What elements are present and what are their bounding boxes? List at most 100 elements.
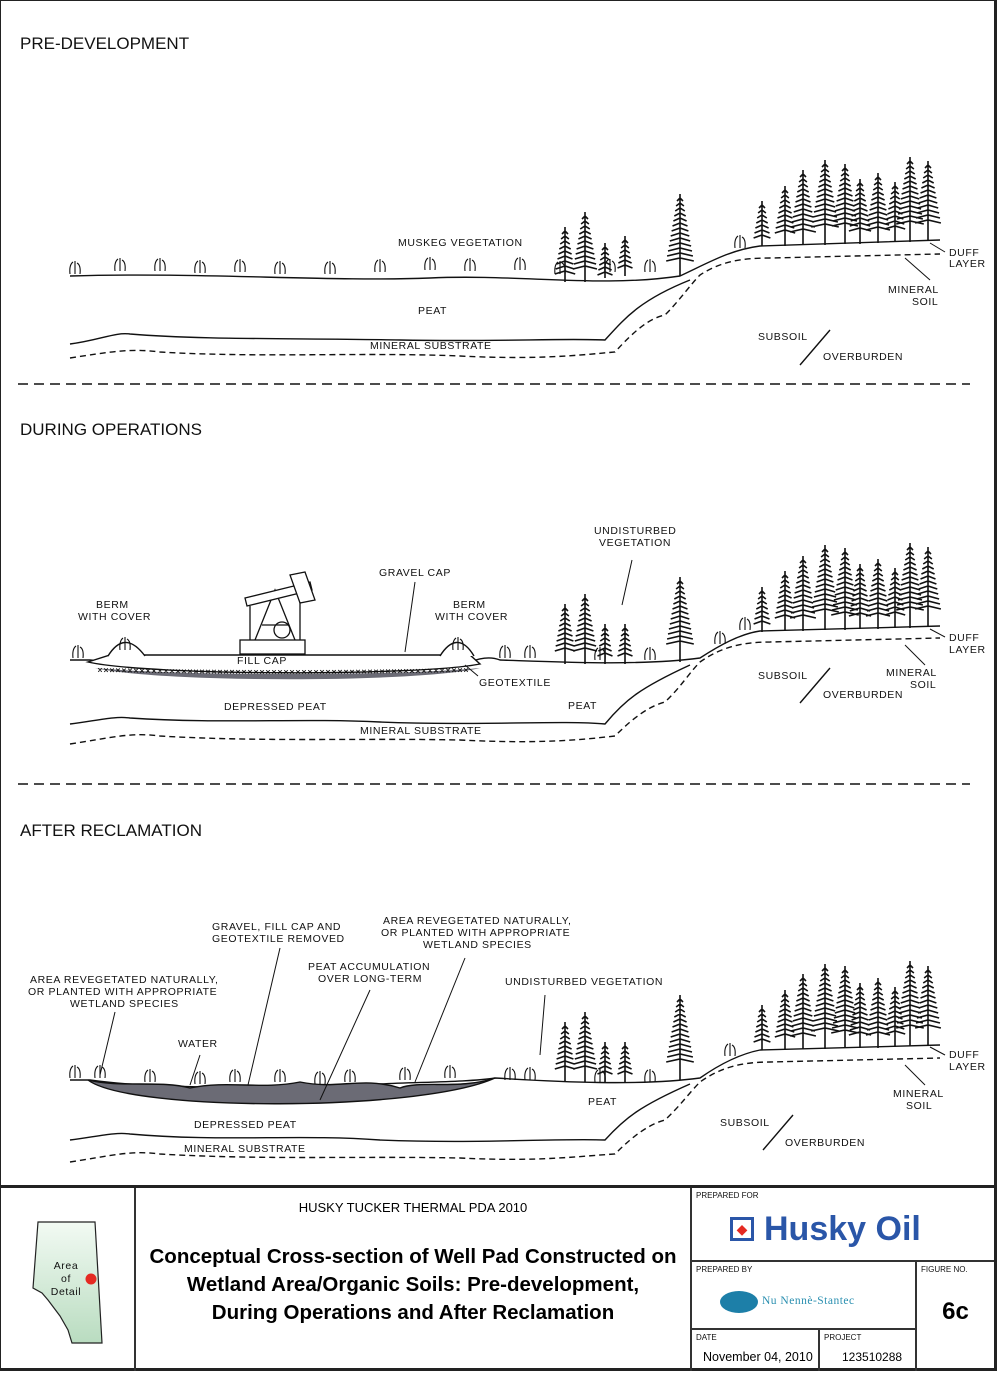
- label-fill-cap: FILL CAP: [237, 655, 287, 667]
- conifer-tree-icon: [597, 243, 613, 278]
- husky-oil-logo: Husky Oil: [764, 1210, 921, 1248]
- label-mineral: MINERAL: [893, 1088, 944, 1100]
- subsoil-divider: [762, 1114, 794, 1151]
- conifer-tree-icon: [753, 201, 771, 246]
- mineral-substrate-line: [69, 1057, 941, 1163]
- geotextile-marks: [97, 667, 469, 675]
- label-undisturbed: UNDISTURBED: [594, 525, 676, 537]
- conifer-tree-icon: [831, 164, 859, 244]
- shrub-icon: [714, 631, 726, 645]
- leader-line: [414, 957, 466, 1083]
- label-peat-accumulation: OVER LONG-TERM: [318, 973, 422, 985]
- conifer-tree-icon: [896, 961, 924, 1046]
- label-revegetated: OR PLANTED WITH APPROPRIATE: [381, 927, 570, 939]
- shrub-icon: [154, 258, 166, 272]
- location-map-cell: Area of Detail: [0, 1188, 136, 1371]
- leader-line: [621, 559, 633, 606]
- shrub-icon: [499, 645, 511, 659]
- label-geotextile-removed: GEOTEXTILE REMOVED: [212, 933, 345, 945]
- shrub-icon: [514, 257, 526, 271]
- label-peat-accumulation: PEAT ACCUMULATION: [308, 961, 430, 973]
- mineral-substrate-line: [69, 637, 941, 745]
- conifer-tree-icon: [884, 987, 906, 1047]
- label-subsoil: SUBSOIL: [720, 1117, 770, 1129]
- label-mineral: MINERAL: [888, 284, 939, 296]
- prepared-by-label: PREPARED BY: [696, 1265, 753, 1274]
- label-vegetation: VEGETATION: [599, 537, 671, 549]
- section-title-pre-development: PRE-DEVELOPMENT: [20, 34, 190, 53]
- project-name: HUSKY TUCKER THERMAL PDA 2010: [298, 1200, 528, 1215]
- label-peat: PEAT: [568, 700, 597, 712]
- conifer-tree-icon: [884, 182, 906, 242]
- date-label: DATE: [696, 1333, 717, 1342]
- shrub-icon: [144, 1069, 156, 1083]
- title-cell: HUSKY TUCKER THERMAL PDA 2010 Conceptual…: [136, 1188, 692, 1371]
- conifer-tree-icon: [597, 624, 613, 664]
- label-mineral-substrate: MINERAL SUBSTRATE: [360, 725, 482, 737]
- leader-line: [904, 1064, 926, 1086]
- shrub-icon: [119, 637, 131, 651]
- conifer-tree-icon: [554, 227, 576, 282]
- conifer-tree-icon: [666, 194, 694, 276]
- label-overburden: OVERBURDEN: [823, 351, 903, 363]
- project-label: PROJECT: [824, 1333, 862, 1342]
- label-revegetated-left: AREA REVEGETATED NATURALLY,: [30, 974, 219, 986]
- conifer-tree-icon: [789, 974, 817, 1049]
- cross-section-diagram: MUSKEG VEGETATION PEAT MINERAL SUBSTRATE…: [18, 157, 986, 1163]
- leader-line: [247, 947, 281, 1086]
- shrub-icon: [644, 1069, 656, 1083]
- conifer-tree-icon: [617, 1042, 633, 1082]
- consultant-logo: Nu Nennè-Stantec: [762, 1295, 855, 1307]
- map-label: of: [61, 1273, 71, 1285]
- label-duff: DUFF: [949, 247, 979, 259]
- section-title-during-operations: DURING OPERATIONS: [20, 420, 202, 439]
- leader-line: [904, 644, 926, 666]
- conifer-tree-icon: [865, 173, 891, 243]
- conifer-tree-icon: [848, 179, 872, 244]
- subsoil-divider: [799, 329, 831, 366]
- label-revegetated: WETLAND SPECIES: [423, 939, 532, 951]
- conifer-tree-icon: [811, 160, 839, 245]
- label-peat: PEAT: [418, 305, 447, 317]
- map-label: Detail: [51, 1286, 81, 1298]
- berm-left: [107, 641, 146, 657]
- conifer-tree-icon: [774, 990, 796, 1050]
- berm-right: [439, 641, 475, 657]
- shrub-icon: [69, 1065, 81, 1079]
- conifer-tree-icon: [789, 556, 817, 631]
- shrub-icon: [344, 1069, 356, 1083]
- map-label: Area: [54, 1260, 79, 1272]
- label-soil: SOIL: [910, 679, 936, 691]
- conifer-tree-icon: [617, 236, 633, 276]
- leader-line: [904, 257, 931, 281]
- leader-line: [189, 1054, 201, 1086]
- leader-line: [404, 581, 416, 653]
- conifer-tree-icon: [811, 964, 839, 1049]
- conifer-tree-icon: [789, 170, 817, 245]
- depressed-peat-fill: [87, 1077, 496, 1105]
- label-peat: PEAT: [588, 1096, 617, 1108]
- conifer-tree-icon: [572, 594, 598, 664]
- date-cell: DATE November 04, 2010: [692, 1330, 820, 1371]
- leader-line: [929, 242, 946, 253]
- conifer-tree-icon: [774, 186, 796, 246]
- conifer-tree-icon: [666, 995, 694, 1080]
- alberta-map-icon: Area of Detail: [32, 1221, 103, 1344]
- location-marker: [85, 1273, 97, 1285]
- label-duff-layer: LAYER: [949, 644, 986, 656]
- leader-line: [319, 989, 371, 1101]
- shrub-icon: [739, 617, 751, 631]
- label-water: WATER: [178, 1038, 218, 1050]
- shrub-icon: [524, 1067, 536, 1081]
- figure-no-label: FIGURE NO.: [921, 1265, 968, 1274]
- conifer-tree-icon: [572, 1012, 598, 1082]
- prepared-for-cell: PREPARED FOR ◆ Husky Oil: [692, 1188, 994, 1262]
- conifer-tree-icon: [831, 966, 859, 1048]
- figure-number: 6c: [942, 1298, 969, 1325]
- conifer-tree-icon: [884, 568, 906, 628]
- label-revegetated: AREA REVEGETATED NATURALLY,: [383, 915, 572, 927]
- shrub-icon: [724, 1043, 736, 1057]
- shrub-icon: [424, 257, 436, 271]
- label-duff-layer: LAYER: [949, 258, 986, 270]
